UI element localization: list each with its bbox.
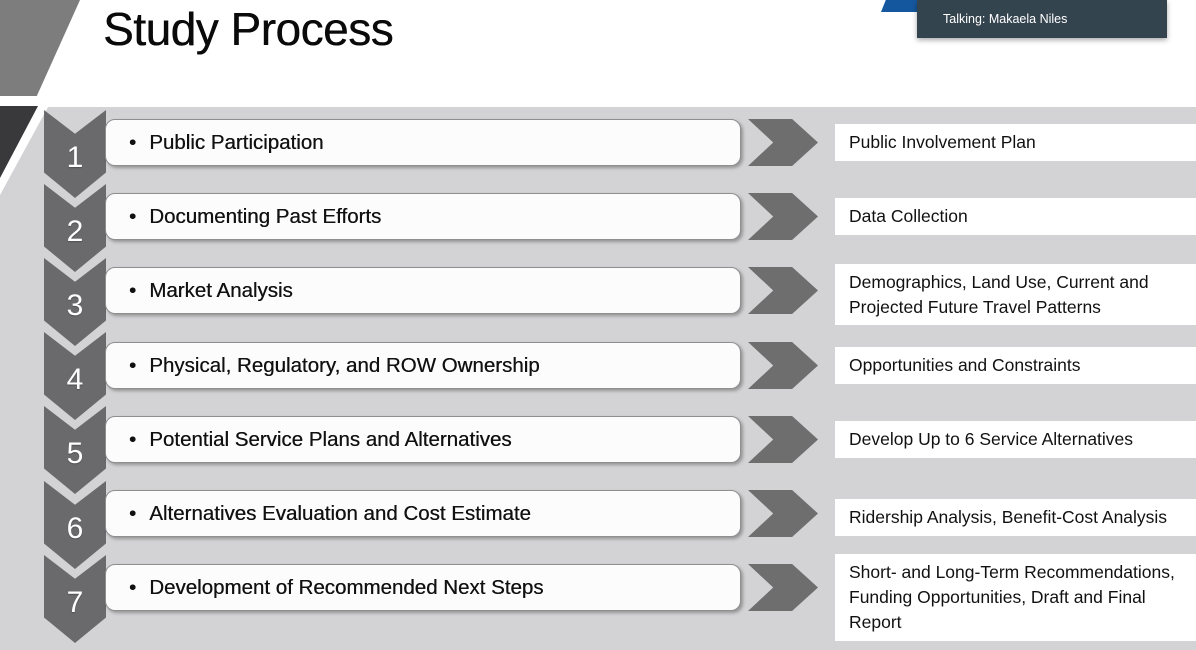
step-number: 6	[66, 512, 84, 545]
step-label: Potential Service Plans and Alternatives	[149, 427, 512, 451]
step-row: • Documenting Past Efforts Data Collectio…	[105, 193, 1196, 240]
step-number: 7	[66, 586, 84, 619]
step-row: • Potential Service Plans and Alternative…	[105, 416, 1196, 463]
step-output-box: Demographics, Land Use, Current and Proj…	[835, 263, 1196, 326]
bullet-icon: •	[129, 130, 137, 154]
step-row: • Market Analysis Demographics, Land Use,…	[105, 263, 1196, 326]
step-output-text: Public Involvement Plan	[849, 132, 1036, 153]
step-label: Alternatives Evaluation and Cost Estimat…	[149, 501, 531, 525]
step-box: • Documenting Past Efforts	[105, 193, 741, 240]
step-output-box: Data Collection	[835, 198, 1196, 235]
bullet-icon: •	[129, 278, 137, 302]
bullet-icon: •	[129, 204, 137, 228]
step-output-text: Ridership Analysis, Benefit-Cost Analysi…	[849, 507, 1168, 528]
step-label: Market Analysis	[149, 278, 293, 302]
bullet-icon: •	[129, 427, 137, 451]
flow-arrow-icon	[748, 416, 818, 463]
step-number: 1	[66, 141, 84, 174]
step-label: Physical, Regulatory, and ROW Ownership	[149, 353, 540, 377]
step-box: • Physical, Regulatory, and ROW Ownership	[105, 342, 741, 389]
flow-arrow-icon	[748, 119, 818, 166]
step-output-box: Public Involvement Plan	[835, 124, 1196, 161]
step-row: • Development of Recommended Next Steps S…	[105, 554, 1196, 641]
talking-indicator: Talking: Makaela Niles	[917, 0, 1167, 38]
step-number: 4	[66, 363, 84, 396]
step-output-box: Develop Up to 6 Service Alternatives	[835, 421, 1196, 458]
step-row: • Alternatives Evaluation and Cost Estima…	[105, 490, 1196, 537]
step-output-box: Ridership Analysis, Benefit-Cost Analysi…	[835, 499, 1196, 536]
step-row: • Public Participation Public Involvement…	[105, 119, 1196, 166]
flow-arrow-icon	[748, 490, 818, 537]
step-box: • Public Participation	[105, 119, 741, 166]
step-box: • Development of Recommended Next Steps	[105, 564, 741, 611]
step-output-text: Data Collection	[849, 206, 968, 227]
step-output-text: Opportunities and Constraints	[849, 355, 1081, 376]
step-output-box: Short- and Long-Term Recommendations, Fu…	[835, 554, 1196, 641]
talking-label: Talking: Makaela Niles	[943, 12, 1068, 26]
flow-arrow-icon	[748, 342, 818, 389]
flow-arrow-icon	[748, 564, 818, 611]
step-box: • Alternatives Evaluation and Cost Estima…	[105, 490, 741, 537]
step-output-box: Opportunities and Constraints	[835, 347, 1196, 384]
step-label: Public Participation	[149, 130, 324, 154]
flow-arrow-icon	[748, 267, 818, 314]
flow-arrow-icon	[748, 193, 818, 240]
step-number: 5	[66, 437, 84, 470]
step-number: 3	[66, 289, 84, 322]
gray-parallelogram-decoration	[0, 0, 80, 96]
step-box: • Market Analysis	[105, 267, 741, 314]
step-output-text: Demographics, Land Use, Current and Proj…	[849, 271, 1149, 317]
step-label: Documenting Past Efforts	[149, 204, 382, 228]
step-number: 2	[66, 215, 84, 248]
step-label: Development of Recommended Next Steps	[149, 575, 544, 599]
bullet-icon: •	[129, 353, 137, 377]
step-row: • Physical, Regulatory, and ROW Ownership…	[105, 342, 1196, 389]
slide-title: Study Process	[103, 3, 394, 55]
step-output-text: Short- and Long-Term Recommendations, Fu…	[849, 562, 1175, 632]
bullet-icon: •	[129, 501, 137, 525]
bullet-icon: •	[129, 575, 137, 599]
step-output-text: Develop Up to 6 Service Alternatives	[849, 429, 1134, 450]
step-box: • Potential Service Plans and Alternative…	[105, 416, 741, 463]
